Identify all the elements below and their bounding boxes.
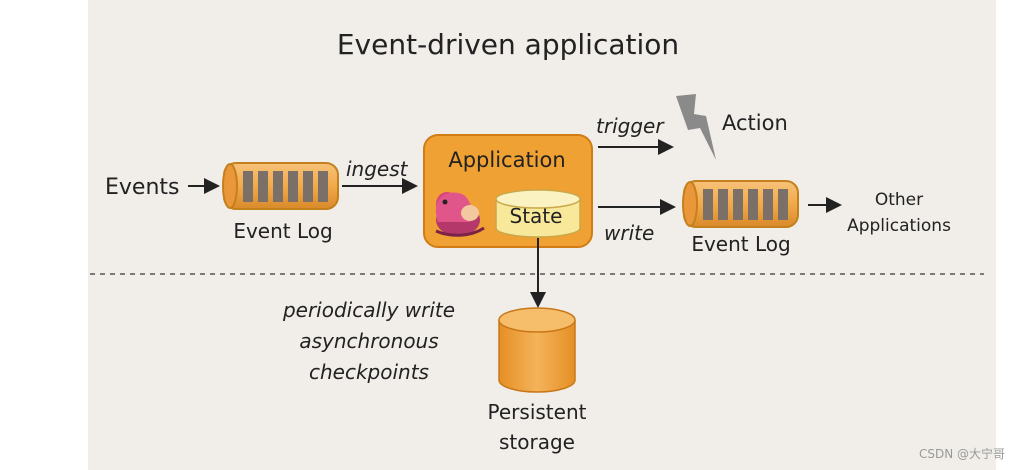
checkpoint-text-line2: asynchronous — [299, 329, 438, 353]
write-label: write — [604, 221, 654, 245]
state-cylinder-icon — [495, 189, 581, 238]
event-log-right-label: Event Log — [691, 232, 790, 256]
application-label: Application — [448, 148, 565, 172]
event-log-right-icon — [682, 180, 799, 228]
other-applications-label-line1: Other — [875, 190, 923, 210]
state-label: State — [510, 204, 563, 228]
ingest-label: ingest — [346, 157, 409, 181]
event-log-left-icon — [222, 162, 339, 210]
lightning-icon — [676, 94, 716, 160]
persistent-storage-cylinder-icon — [498, 307, 576, 393]
checkpoint-text-line3: checkpoints — [309, 360, 429, 384]
flink-squirrel-icon — [435, 192, 485, 237]
other-applications-label-line2: Applications — [847, 216, 951, 236]
trigger-label: trigger — [596, 114, 665, 138]
persistent-storage-label-line1: Persistent — [488, 400, 587, 424]
diagram-title: Event-driven application — [337, 28, 679, 61]
action-label: Action — [722, 111, 788, 135]
watermark: CSDN @大宁哥 — [919, 446, 1005, 461]
persistent-storage-label-line2: storage — [499, 430, 575, 454]
events-label: Events — [105, 175, 180, 200]
event-log-left-label: Event Log — [233, 219, 332, 243]
checkpoint-text-line1: periodically write — [282, 298, 455, 322]
